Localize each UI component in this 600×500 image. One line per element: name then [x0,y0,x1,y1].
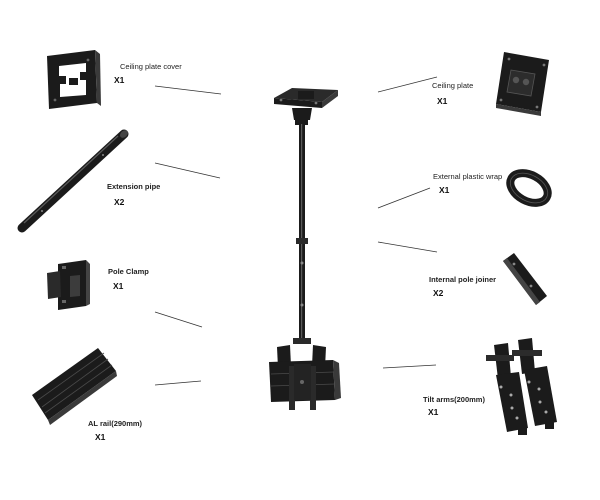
leader-line-extension-pipe [154,162,221,179]
tilt-arms-illustration [486,338,557,435]
ceiling-plate-illustration [496,52,549,116]
pole-clamp-label: Pole Clamp [108,267,149,276]
ceiling-plate-quantity: X1 [437,96,448,106]
assembled-mount-illustration [269,88,341,410]
internal-pole-joiner-illustration [503,253,547,305]
tilt-arm-left [486,343,528,435]
external-plastic-wrap-illustration [506,169,552,207]
leader-line-al-rail [154,380,202,386]
extension-pipe-illustration [17,129,129,233]
tilt-arms-label: Tilt arms(200mm) [423,395,485,404]
pole-clamp-illustration [47,260,90,310]
al-rail-label: AL rail(290mm) [88,419,143,428]
leader-line-pole-clamp [154,311,203,328]
tilt-arm-right [512,338,557,429]
leader-line-tilt-arms [382,364,437,369]
al-rail-quantity: X1 [95,432,106,442]
extension-pipe-quantity: X2 [114,197,125,207]
external-plastic-wrap-quantity: X1 [439,185,450,195]
internal-pole-joiner-quantity: X2 [433,288,444,298]
ceiling-plate-cover-quantity: X1 [114,75,125,85]
ceiling-plate-cover-illustration [47,50,101,109]
al-rail-illustration [32,348,117,425]
leader-line-ceiling-plate [377,76,438,93]
leader-line-ceiling-plate-cover [154,85,222,95]
tilt-arms-quantity: X1 [428,407,439,417]
leader-line-internal-pole-joiner [377,241,438,253]
internal-pole-joiner-label: Internal pole joiner [429,275,497,284]
extension-pipe-label: Extension pipe [107,182,161,191]
ceiling-plate-label: Ceiling plate [432,81,474,90]
leader-line-external-plastic-wrap [377,187,431,209]
leader-lines [154,76,438,386]
pole-clamp-quantity: X1 [113,281,124,291]
external-plastic-wrap-label: External plastic wrap [433,172,503,181]
ceiling-plate-cover-label: Ceiling plate cover [120,62,182,71]
